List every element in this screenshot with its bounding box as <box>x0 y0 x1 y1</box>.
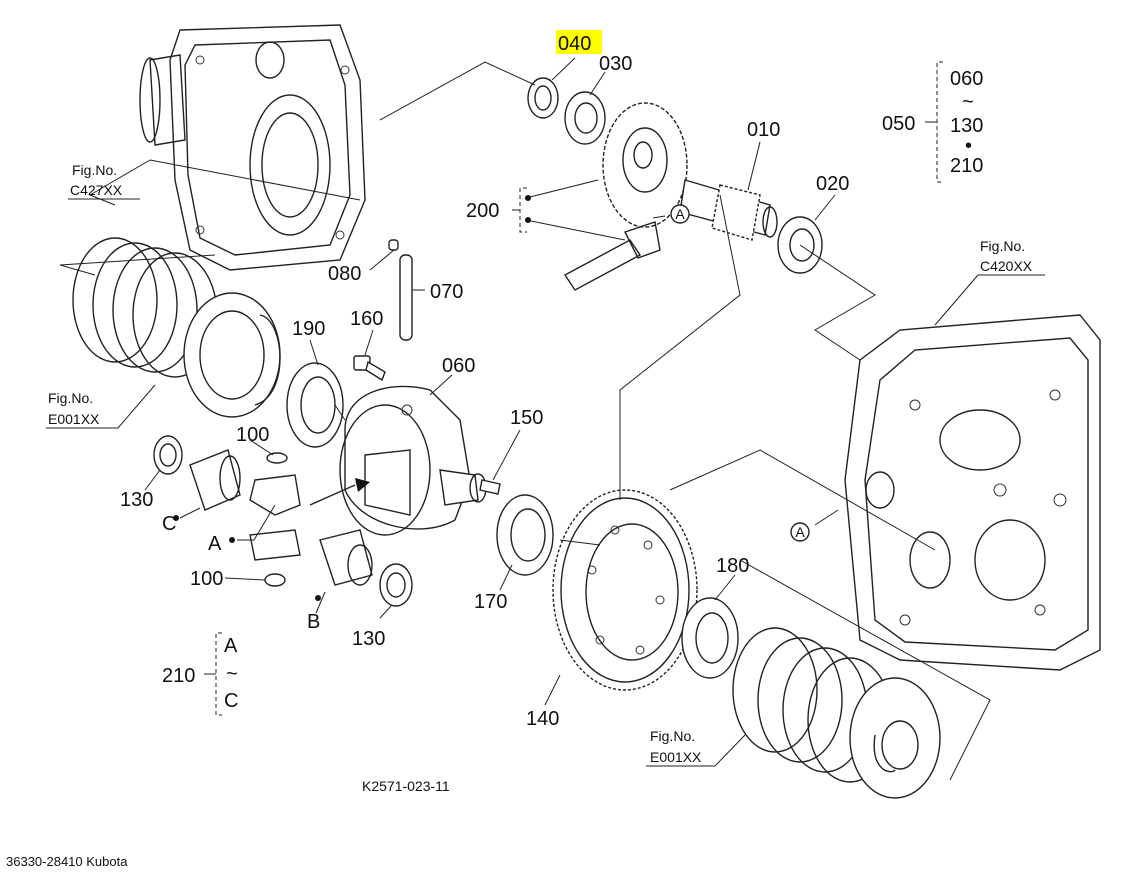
part-label-100-bottom[interactable]: 100 <box>190 568 223 590</box>
washer-100-top-drawing <box>266 452 288 464</box>
gear-marker-c: C <box>162 513 176 535</box>
part-label-170[interactable]: 170 <box>474 591 507 613</box>
washer-130-right-drawing <box>379 563 413 607</box>
marker-dot-b <box>315 595 321 601</box>
clutch-pack-left-drawing <box>72 237 281 418</box>
group-050-item-3: • <box>965 135 972 157</box>
highlight-040 <box>556 30 602 54</box>
part-label-080[interactable]: 080 <box>328 263 361 285</box>
svg-text:Fig.No.: Fig.No. <box>72 162 117 178</box>
part-label-060[interactable]: 060 <box>442 355 475 377</box>
clutch-pack-right-drawing <box>732 627 941 799</box>
part-label-150[interactable]: 150 <box>510 407 543 429</box>
group-210-item-1: ~ <box>226 663 238 685</box>
part-label-200[interactable]: 200 <box>466 200 499 222</box>
differential-case-060-drawing <box>339 385 487 536</box>
circle-marker-a-case: A <box>790 522 810 542</box>
part-label-140[interactable]: 140 <box>526 708 559 730</box>
bearing-170-drawing <box>496 494 554 576</box>
pin-080-drawing <box>388 239 399 251</box>
bevel-gear-200-drawing <box>602 102 688 228</box>
pin-070-drawing <box>399 254 413 341</box>
part-label-130-right[interactable]: 130 <box>352 628 385 650</box>
svg-text:C420XX: C420XX <box>980 258 1033 274</box>
fig-ref-e001-left[interactable]: Fig.No. E001XX <box>46 384 156 429</box>
bearing-180-drawing <box>681 597 739 679</box>
group-label-050[interactable]: 050 <box>882 113 915 135</box>
washer-130-left-drawing <box>153 435 183 475</box>
fig-ref-c420[interactable]: Fig.No. C420XX <box>934 238 1045 326</box>
circle-marker-a-shaft: A <box>670 204 690 224</box>
bolt-160-drawing <box>353 355 386 382</box>
svg-text:A: A <box>675 206 685 222</box>
washer-100-bottom-drawing <box>264 573 286 587</box>
marker-dot-a <box>229 537 235 543</box>
drawing-number: K2571-023-11 <box>362 778 450 794</box>
group-210-item-0: A <box>224 635 238 657</box>
svg-text:C427XX: C427XX <box>70 182 123 198</box>
ring-gear-140-drawing <box>552 489 698 691</box>
svg-text:Fig.No.: Fig.No. <box>48 390 93 406</box>
gear-marker-a: A <box>208 533 222 555</box>
pinion-gear-a-bottom-drawing <box>249 529 301 561</box>
bevel-pinion-shaft-drawing <box>563 221 661 291</box>
marker-dot-c <box>173 515 179 521</box>
part-label-040[interactable]: 040 <box>558 33 591 55</box>
transmission-case-cover-drawing <box>139 24 366 271</box>
group-label-210[interactable]: 210 <box>162 665 195 687</box>
part-label-030[interactable]: 030 <box>599 53 632 75</box>
footer-part-reference: 36330-28410 Kubota <box>6 854 128 869</box>
shaft-010-drawing <box>679 179 778 241</box>
group-050-item-1: ~ <box>962 91 974 113</box>
side-gear-b-drawing <box>319 529 373 586</box>
svg-text:Fig.No.: Fig.No. <box>980 238 1025 254</box>
svg-text:A: A <box>795 524 805 540</box>
shim-040-drawing <box>527 77 559 119</box>
pinion-gear-a-top-drawing <box>249 474 301 516</box>
part-label-100-top[interactable]: 100 <box>236 424 269 446</box>
group-210-item-2: C <box>224 690 238 712</box>
gear-marker-b: B <box>307 611 320 633</box>
fig-ref-e001-bottom[interactable]: Fig.No. E001XX <box>646 728 746 767</box>
group-050-item-0: 060 <box>950 68 983 90</box>
bearing-030-drawing <box>564 91 606 145</box>
svg-text:Fig.No.: Fig.No. <box>650 728 695 744</box>
assembly-lines <box>59 61 991 781</box>
part-label-020[interactable]: 020 <box>816 173 849 195</box>
svg-text:E001XX: E001XX <box>650 749 702 765</box>
group-050-item-4: 210 <box>950 155 983 177</box>
bearing-190-drawing <box>286 362 344 448</box>
part-label-070[interactable]: 070 <box>430 281 463 303</box>
part-label-010[interactable]: 010 <box>747 119 780 141</box>
part-label-190[interactable]: 190 <box>292 318 325 340</box>
transmission-case-drawing <box>844 314 1101 671</box>
fig-ref-c427[interactable]: Fig.No. C427XX <box>68 162 140 200</box>
group-050-item-2: 130 <box>950 115 983 137</box>
part-label-180[interactable]: 180 <box>716 555 749 577</box>
part-label-160[interactable]: 160 <box>350 308 383 330</box>
svg-text:E001XX: E001XX <box>48 411 100 427</box>
part-label-130-left[interactable]: 130 <box>120 489 153 511</box>
leader-lines <box>144 57 839 706</box>
side-gear-c-drawing <box>189 449 241 511</box>
pin-150-drawing <box>479 479 501 495</box>
